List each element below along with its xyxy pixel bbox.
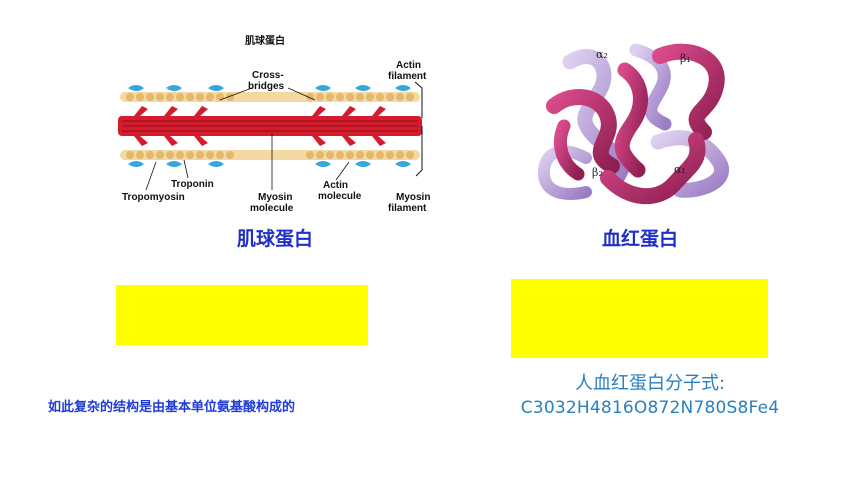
hemoglobin-formula-block: 人血红蛋白分子式: C3032H4816O872N780S8Fe4 xyxy=(500,372,800,420)
muscle-filament-diagram: 肌球蛋白 xyxy=(118,34,430,214)
myosin-filament-label-line1: Myosin xyxy=(396,192,430,203)
myosin-molecule-label-line2: molecule xyxy=(250,203,294,214)
actin-molecule-label-line1: Actin xyxy=(323,180,348,191)
cross-bridges-label-line1: Cross- xyxy=(252,70,284,81)
actin-molecule-label-line2: molecule xyxy=(318,191,362,202)
troponin-label: Troponin xyxy=(171,179,214,190)
hemoglobin-structure-image: α₂ β₁ β₂ α₁ xyxy=(537,43,729,205)
tropomyosin-label: Tropomyosin xyxy=(122,192,185,203)
top-actin-strand xyxy=(120,85,420,102)
diagram-pointer-lines xyxy=(145,87,350,191)
beta2-label: β₂ xyxy=(592,166,603,179)
beta-chains xyxy=(546,43,725,205)
cross-bridges-label-line2: bridges xyxy=(248,81,285,92)
alpha1-label: α₁ xyxy=(674,163,686,176)
diagram-brackets xyxy=(414,81,423,177)
myosin-molecule-label-line1: Myosin xyxy=(258,192,292,203)
left-yellow-block xyxy=(116,285,368,345)
actin-filament-label-line2: filament xyxy=(388,71,427,82)
formula-title: 人血红蛋白分子式: xyxy=(574,373,726,394)
right-caption: 血红蛋白 xyxy=(601,228,678,250)
actin-filament-label-line1: Actin xyxy=(396,60,421,71)
left-caption: 肌球蛋白 xyxy=(236,228,313,250)
formula-value: C3032H4816O872N780S8Fe4 xyxy=(520,398,780,418)
bottom-actin-strand xyxy=(120,150,420,167)
right-yellow-block xyxy=(511,279,768,358)
myosin-filament-label-line2: filament xyxy=(388,203,427,214)
alpha2-label: α₂ xyxy=(596,48,608,61)
bottom-left-text: 如此复杂的结构是由基本单位氨基酸构成的 xyxy=(48,400,296,415)
myosin-thick-filament xyxy=(118,106,422,146)
diagram-top-label: 肌球蛋白 xyxy=(245,34,285,47)
beta1-label: β₁ xyxy=(680,52,691,65)
